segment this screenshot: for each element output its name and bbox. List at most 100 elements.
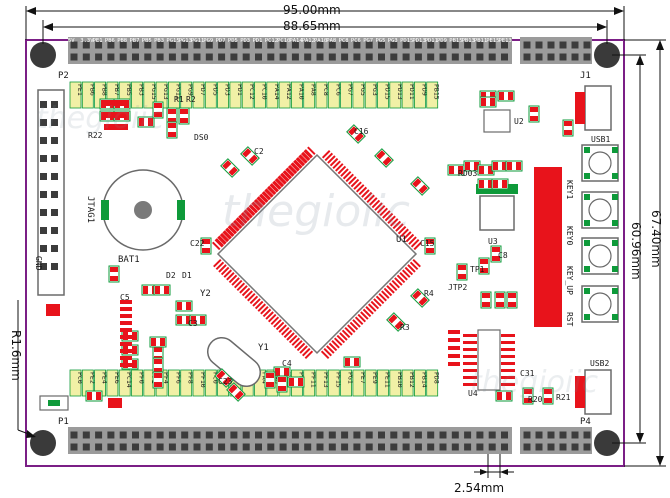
header-top-pin	[193, 53, 201, 61]
mcu-pin	[296, 156, 306, 166]
header-top-pin	[328, 53, 336, 61]
header-p4-pin	[559, 443, 567, 451]
dim-right-inner	[612, 54, 646, 444]
smd-pad	[492, 247, 500, 252]
jtag-pin	[51, 101, 58, 108]
header-p4-pin	[523, 431, 531, 439]
mcu-pin	[378, 292, 387, 302]
header-pin-name: 5V	[68, 38, 75, 44]
header-bottom-pin	[439, 431, 447, 439]
header-top-pin	[378, 41, 385, 49]
mcu-pin	[409, 261, 419, 271]
label-c23: C23	[218, 377, 233, 386]
mcu-pin	[244, 209, 253, 218]
smd-part	[264, 371, 276, 389]
smd-part	[424, 237, 436, 255]
header-pin-name: PB13	[462, 38, 475, 44]
mcu-pin	[304, 149, 313, 158]
header-bottom-pin	[304, 443, 312, 451]
mcu-pin	[239, 214, 248, 224]
mcu-pin	[215, 238, 225, 247]
pin-name: PB12	[408, 372, 416, 388]
mcu-pin	[286, 332, 295, 341]
header-top-pin	[119, 41, 127, 49]
header-pin-name: PA10	[314, 38, 327, 44]
jtag-pin	[40, 209, 47, 216]
header-bottom-pin	[279, 443, 287, 451]
smd-pad	[481, 98, 486, 106]
smd-pad	[499, 92, 504, 100]
header-top-pin	[316, 41, 324, 49]
smd-outline	[137, 116, 155, 128]
smd-pad	[155, 286, 160, 294]
header-top-pin	[451, 41, 459, 49]
label-pad	[69, 369, 82, 397]
header-pin-name: PE2	[80, 458, 90, 464]
mcu-pin	[412, 258, 421, 268]
header-p4-pin	[571, 431, 579, 439]
pin-name: PC8	[322, 84, 330, 96]
header-bottom-pin	[488, 443, 496, 451]
mcu-pin	[386, 285, 395, 294]
pin-name: PG15	[150, 84, 158, 100]
smd-pad	[502, 180, 507, 188]
push-button-pad	[584, 314, 590, 320]
smd-pad	[143, 286, 148, 294]
pin-name: PG1	[347, 372, 355, 384]
ic-pin	[501, 369, 515, 372]
smd-pad	[191, 316, 196, 324]
label-y1: Y1	[258, 343, 269, 353]
header-bottom-pin	[279, 431, 287, 439]
smd-pad	[508, 293, 516, 298]
mcu-pin	[281, 326, 290, 336]
header-p4-pin	[559, 431, 567, 439]
header-top-pin	[132, 41, 139, 49]
smd-outline	[149, 336, 167, 348]
mcu-pin	[401, 269, 411, 278]
label-pad	[278, 81, 291, 109]
header-pin-name: PC10	[277, 38, 290, 44]
header-top-pin	[476, 53, 484, 61]
smd-part	[505, 160, 523, 172]
label-pad	[413, 81, 426, 109]
mcu-pin	[345, 173, 354, 183]
jtag-pin	[40, 101, 47, 108]
pin-name: PB7	[113, 84, 121, 96]
mcu-pin	[235, 218, 245, 227]
pin-name: PB14	[420, 372, 428, 388]
header-bottom-pin	[464, 443, 472, 451]
label-pad	[303, 81, 316, 109]
header-top-pin	[353, 41, 361, 49]
header-top-pin	[95, 41, 103, 49]
label-usb1: USB1	[591, 135, 610, 144]
mcu-pin	[387, 215, 396, 224]
push-button-pad	[584, 288, 590, 294]
header-top-pin	[427, 41, 435, 49]
jtag-pin	[51, 155, 58, 162]
jtag-pin	[51, 173, 58, 180]
mcu-pin	[236, 217, 245, 226]
mcu-pin	[293, 160, 302, 170]
mcu-pin	[251, 202, 260, 211]
label-pad	[327, 369, 340, 397]
jtag-pin	[40, 155, 47, 162]
smd-pad	[508, 302, 516, 307]
ic-pin	[463, 334, 477, 337]
mcu-pin	[264, 189, 273, 198]
header-pin-name: GND	[462, 458, 472, 464]
smd-pad	[507, 162, 512, 170]
header-j1-pin	[523, 41, 531, 49]
pin-name: PF4	[162, 372, 170, 384]
mcu-pin	[272, 181, 281, 190]
header-bottom-pin	[353, 443, 361, 451]
header-top-pin	[242, 41, 250, 49]
header-pin-name: PB0	[289, 458, 299, 464]
battery-holder	[101, 169, 185, 251]
smd-pad	[148, 118, 153, 126]
header-top-pin	[402, 41, 410, 49]
label-pad	[364, 81, 377, 109]
pin-name: PF10	[199, 372, 207, 388]
header-pin-name: PD1	[253, 38, 263, 44]
regulator-u3	[479, 195, 515, 231]
mcu-pin	[376, 204, 386, 214]
